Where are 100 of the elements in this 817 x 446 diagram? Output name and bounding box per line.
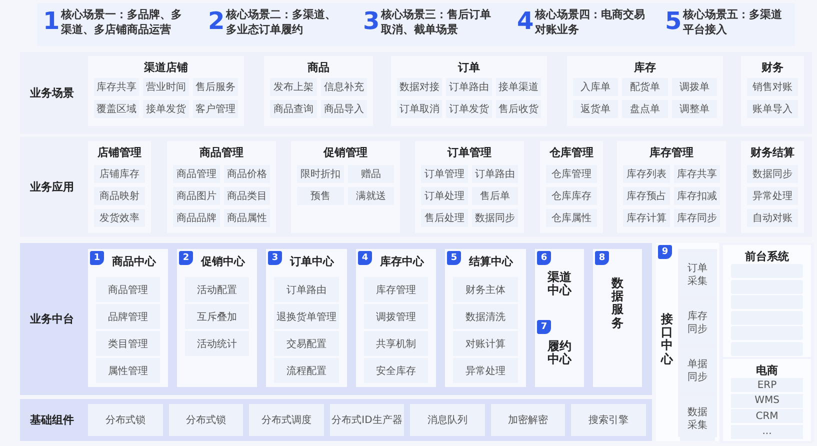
item-label: 客户管理	[195, 102, 236, 116]
item-label: 商品管理	[108, 284, 148, 296]
item-label: 分布式调度	[261, 414, 312, 427]
heading: 促销中心	[201, 254, 245, 269]
item-label: 库存预占	[626, 190, 666, 203]
heading: 促销管理	[322, 145, 368, 160]
item-label: 库存扣减	[676, 190, 717, 203]
item-label: 调整单	[679, 102, 710, 116]
item-label: 数据同步	[752, 168, 792, 181]
item-label: 订单路由	[474, 168, 515, 181]
item-label: 商品查询	[273, 102, 314, 116]
item-label: 账单导入	[752, 102, 792, 116]
item-label: 交易配置	[286, 338, 326, 350]
heading: 订单	[456, 60, 481, 75]
center-card	[266, 249, 347, 387]
heading: 财务	[760, 60, 784, 75]
item-label: 订单管理	[424, 168, 464, 181]
item-label: 分布式锁	[105, 414, 146, 427]
item-label: WMS	[754, 395, 780, 406]
item-label: 订单取消	[400, 102, 440, 116]
center-card	[445, 249, 526, 387]
item-label: 订单路由	[286, 284, 326, 296]
item-label: 自动对账	[752, 212, 792, 225]
item-label: 发货效率	[100, 212, 140, 225]
heading: 结算中心	[469, 254, 513, 269]
number-badge: 1	[90, 251, 104, 265]
item-label: 数据采集	[687, 406, 708, 432]
item-label: 订单采集	[687, 262, 708, 288]
item-label: 财务主体	[466, 284, 506, 296]
item-label: 商品图片	[176, 190, 216, 203]
item-label: 销售对账	[752, 80, 792, 94]
item-label: 订单路由	[448, 80, 489, 94]
item-label: 流程配置	[286, 364, 326, 378]
heading: 数据服务	[612, 277, 624, 330]
item-label: 接单渠道	[498, 80, 538, 94]
scenario-number: 4	[517, 7, 534, 35]
scenario-number: 1	[43, 7, 60, 35]
item-label: 异常处理	[752, 190, 792, 203]
heading: 仓库管理	[548, 145, 594, 160]
item-label: 数据清洗	[466, 310, 506, 324]
number-badge: 9	[658, 245, 672, 259]
heading: 库存管理	[648, 145, 694, 160]
item-label: 数据对接	[400, 80, 440, 94]
item-label: 满就送	[356, 190, 386, 203]
heading: 渠道店铺	[143, 60, 189, 75]
heading: 前台系统	[744, 249, 790, 264]
scenario-text: 核心场景三：售后订单取消、截单场景	[381, 8, 492, 38]
heading: 履约中心	[548, 340, 572, 366]
item-label: 配货单	[630, 80, 660, 94]
item-label: 搜索引擎	[588, 414, 629, 427]
center-card	[593, 249, 642, 387]
item-label: 商品价格	[226, 168, 267, 181]
item-label: 分布式锁	[186, 414, 226, 427]
heading: 订单中心	[290, 254, 334, 269]
number-badge: 4	[358, 251, 372, 265]
item-label: 接单发货	[146, 102, 186, 116]
number-badge: 7	[537, 320, 551, 334]
item-label: 商品管理	[176, 168, 216, 181]
item-label: 营业时间	[146, 80, 186, 94]
item-label: 调拨管理	[376, 310, 416, 324]
item-label: 库存共享	[96, 80, 137, 94]
item-label: 仓库管理	[552, 168, 592, 181]
item-label: 安全库存	[376, 364, 416, 378]
number-badge: 8	[595, 251, 609, 265]
item-label: 库存共享	[676, 168, 717, 181]
heading: 订单管理	[446, 145, 492, 160]
heading: 财务结算	[750, 145, 796, 160]
heading: 库存中心	[380, 254, 424, 269]
item-label: 售后处理	[424, 212, 464, 225]
item-label: 限时折扣	[300, 168, 340, 181]
heading: 业务场景	[30, 86, 74, 100]
item-label: 返货单	[580, 102, 611, 116]
heading: 商品	[306, 60, 330, 75]
number-badge: 5	[447, 251, 461, 265]
center-card	[535, 249, 584, 318]
center-card	[88, 249, 168, 387]
scenario-text: 核心场景四：电商交易对账业务	[535, 8, 646, 38]
item-label: 库存同步	[676, 212, 717, 225]
heading: 电商	[755, 363, 779, 378]
item-label: 单据同步	[687, 358, 708, 384]
heading: 渠道中心	[548, 271, 572, 298]
item-label: ...	[762, 426, 772, 437]
heading: 商品管理	[198, 145, 244, 160]
heading: 商品中心	[112, 254, 156, 269]
item-label: 活动配置	[197, 284, 237, 296]
scenario-number: 2	[208, 7, 225, 35]
item-label: 商品类目	[226, 190, 267, 203]
heading: 店铺管理	[96, 145, 142, 160]
item-label: 商品属性	[226, 212, 267, 225]
scenario-text: 核心场景一：多品牌、多渠道、多店铺商品运营	[61, 8, 183, 38]
item-label: 加密解密	[508, 414, 548, 427]
scenario-text: 核心场景二：多渠道、多业态订单履约	[226, 8, 337, 38]
item-label: 订单发货	[448, 102, 489, 116]
item-label: 库存列表	[626, 168, 666, 181]
scenario-number: 3	[363, 7, 380, 35]
item-label: 库存同步	[687, 310, 708, 336]
item-label: 库存管理	[376, 284, 416, 296]
item-label: 商品品牌	[176, 212, 216, 225]
item-label: 覆盖区域	[96, 102, 137, 116]
item-label: 预售	[310, 190, 330, 203]
